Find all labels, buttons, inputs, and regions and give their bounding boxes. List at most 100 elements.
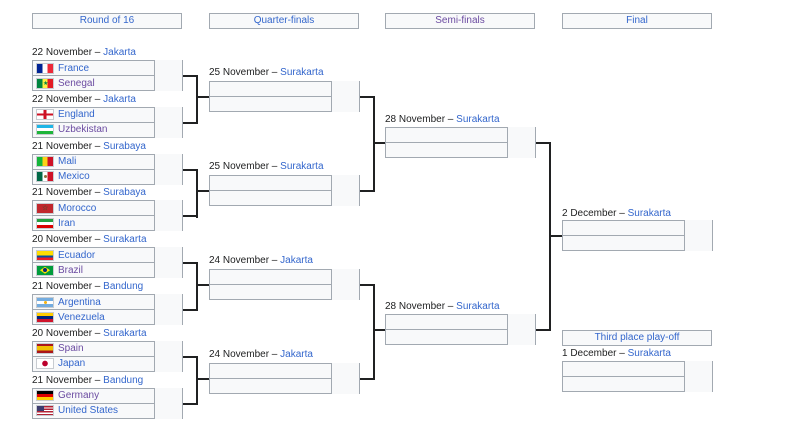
bracket-connector — [196, 378, 209, 380]
team-link[interactable]: Iran — [58, 217, 76, 229]
score-cell — [331, 269, 359, 285]
venue-link[interactable]: Bandung — [103, 374, 144, 386]
header-round-of-16-link[interactable]: Round of 16 — [79, 15, 135, 26]
header-final-link[interactable]: Final — [626, 15, 648, 26]
team-name-cell: Uzbekistan — [33, 123, 107, 137]
venue-link[interactable]: Surakarta — [627, 208, 671, 219]
match-date: 1 December – — [562, 348, 628, 359]
match-info-final: 2 December – Surakarta — [562, 207, 671, 220]
header-round-of-16[interactable]: Round of 16 — [32, 13, 182, 29]
venue-link[interactable]: Surakarta — [627, 348, 671, 359]
venue-link[interactable]: Surakarta — [280, 161, 324, 172]
match-date: 20 November – — [32, 234, 104, 246]
team-link[interactable]: Uzbekistan — [58, 124, 108, 136]
header-third-place[interactable]: Third place play-off — [562, 330, 712, 346]
match-date: 21 November – — [32, 374, 104, 386]
header-semi-finals-link[interactable]: Semi-finals — [435, 15, 485, 26]
venue-link[interactable]: Surabaya — [103, 140, 146, 152]
team-name-cell: Iran — [33, 216, 75, 230]
match-info-qf: 25 November – Surakarta — [209, 66, 324, 79]
venue-link[interactable]: Jakarta — [280, 255, 313, 266]
match-info-sf: 28 November – Surakarta — [385, 113, 500, 126]
score-cell — [331, 190, 359, 206]
team-link[interactable]: Spain — [58, 343, 84, 355]
venue-link[interactable]: Surakarta — [456, 114, 500, 125]
morocco-flag-icon: ☆ — [36, 202, 54, 214]
team-link[interactable]: Ecuador — [58, 249, 96, 261]
match-date: 21 November – — [32, 281, 104, 292]
header-quarter-finals-link[interactable]: Quarter-finals — [253, 15, 315, 26]
team-link[interactable]: Senegal — [58, 77, 95, 89]
venue-link[interactable]: Surakarta — [280, 67, 324, 78]
bracket-connector — [183, 262, 196, 264]
score-cell — [507, 142, 535, 158]
score-cell — [154, 355, 182, 372]
team-link[interactable]: Mexico — [58, 171, 90, 183]
score-cell — [331, 175, 359, 191]
venue-link[interactable]: Surakarta — [456, 301, 500, 312]
team-name-cell: Spain — [33, 342, 84, 356]
empty-team-row — [562, 220, 713, 236]
score-cell — [331, 378, 359, 394]
spain-flag-icon — [36, 343, 54, 355]
bracket-connector — [360, 190, 373, 192]
score-cell — [154, 168, 182, 185]
team-link[interactable]: Argentina — [58, 296, 101, 308]
team-row: Japan — [32, 355, 183, 372]
team-link[interactable]: United States — [58, 405, 119, 417]
team-row: Mali — [32, 153, 183, 170]
team-link[interactable]: Brazil — [58, 264, 84, 276]
france-flag-icon — [36, 62, 54, 74]
team-name-cell: Ecuador — [33, 248, 95, 262]
header-semi-finals[interactable]: Semi-finals — [385, 13, 535, 29]
empty-team-row — [562, 361, 713, 377]
empty-team-row — [209, 96, 360, 112]
header-quarter-finals[interactable]: Quarter-finals — [209, 13, 359, 29]
team-name-cell: Japan — [33, 357, 85, 371]
team-link[interactable]: France — [58, 62, 90, 74]
team-name-cell: Mali — [33, 155, 76, 169]
bracket-connector — [196, 262, 198, 311]
team-link[interactable]: Morocco — [58, 202, 97, 214]
japan-flag-icon — [36, 358, 54, 370]
empty-team-row — [209, 269, 360, 285]
venue-link[interactable]: Surakarta — [103, 234, 147, 246]
venue-link[interactable]: Bandung — [103, 281, 144, 292]
bracket-connector — [183, 309, 196, 311]
empty-team-row — [209, 378, 360, 394]
bracket-connector — [196, 284, 209, 286]
empty-team-row — [562, 376, 713, 392]
team-name-cell: Venezuela — [33, 310, 105, 324]
match-info-r16: 22 November – Jakarta — [32, 93, 136, 106]
venue-link[interactable]: Jakarta — [103, 47, 136, 58]
team-link[interactable]: Venezuela — [58, 311, 105, 323]
score-cell — [154, 60, 182, 76]
match-info-r16: 22 November – Jakarta — [32, 46, 136, 59]
score-cell — [154, 106, 182, 123]
team-link[interactable]: Mali — [58, 156, 77, 168]
header-final[interactable]: Final — [562, 13, 712, 29]
empty-team-row — [385, 142, 536, 158]
venue-link[interactable]: Jakarta — [280, 349, 313, 360]
match-date: 20 November – — [32, 327, 104, 339]
usa-flag-icon — [36, 405, 54, 417]
team-name-cell: England — [33, 108, 95, 122]
venue-link[interactable]: Jakarta — [103, 93, 136, 105]
score-cell — [507, 127, 535, 143]
score-cell — [154, 387, 182, 404]
team-link[interactable]: Germany — [58, 390, 100, 402]
venue-link[interactable]: Surabaya — [103, 187, 146, 199]
team-row: Mexico — [32, 168, 183, 185]
match-date: 21 November – — [32, 140, 104, 152]
header-third-place-link[interactable]: Third place play-off — [594, 332, 680, 343]
score-cell — [154, 75, 182, 91]
team-link[interactable]: England — [58, 109, 95, 121]
match-info-sf: 28 November – Surakarta — [385, 300, 500, 313]
team-link[interactable]: Japan — [58, 358, 86, 370]
match-date: 2 December – — [562, 208, 628, 219]
empty-team-row — [385, 329, 536, 345]
team-name-cell: United States — [33, 404, 118, 418]
venue-link[interactable]: Surakarta — [103, 327, 147, 339]
score-cell — [507, 329, 535, 345]
match-date: 24 November – — [209, 255, 281, 266]
